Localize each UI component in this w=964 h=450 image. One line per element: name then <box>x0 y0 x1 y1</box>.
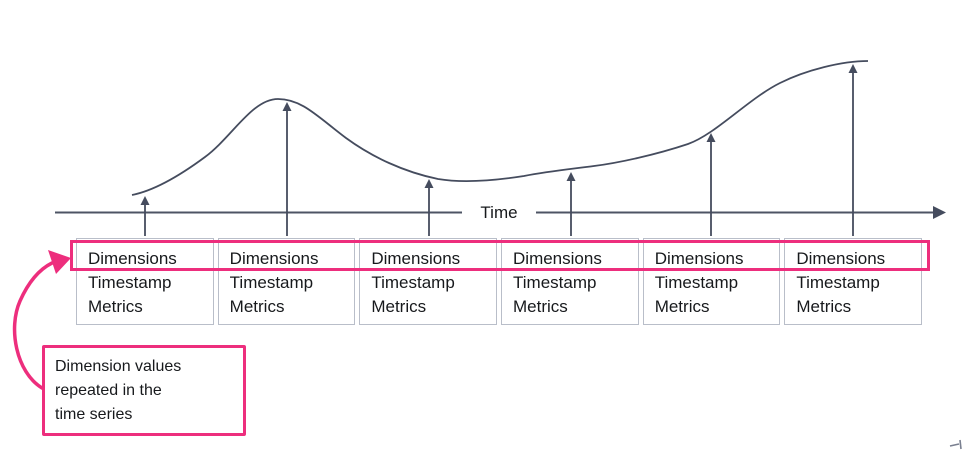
sample-arrow-6 <box>848 64 858 236</box>
sample-arrow-5 <box>706 133 716 236</box>
sample-arrow-1 <box>140 196 150 236</box>
time-axis-label: Time <box>462 202 536 224</box>
record-field-timestamp: Timestamp <box>796 273 880 292</box>
record-field-timestamp: Timestamp <box>88 273 172 292</box>
record-field-dimensions: Dimensions <box>796 249 886 268</box>
record-box: Dimensions Timestamp Metrics <box>642 238 781 325</box>
record-field-timestamp: Timestamp <box>229 273 314 292</box>
record-field-dimensions: Dimensions <box>513 249 602 268</box>
corner-mark <box>949 439 962 450</box>
callout-line: time series <box>55 406 133 423</box>
record-box: Dimensions Timestamp Metrics <box>217 238 356 325</box>
record-field-timestamp: Timestamp <box>371 273 455 292</box>
record-field-metrics: Metrics <box>371 297 427 316</box>
record-field-metrics: Metrics <box>654 297 710 316</box>
sample-arrow-3 <box>424 179 434 236</box>
time-series-curve <box>131 60 869 196</box>
record-field-dimensions: Dimensions <box>654 249 744 268</box>
record-box: Dimensions Timestamp Metrics <box>359 238 498 325</box>
sample-arrow-4 <box>566 172 576 236</box>
record-box: Dimensions Timestamp Metrics <box>784 238 923 325</box>
record-field-metrics: Metrics <box>88 297 143 316</box>
callout-note: Dimension values repeated in the time se… <box>42 345 246 436</box>
record-field-timestamp: Timestamp <box>513 273 597 292</box>
record-box: Dimensions Timestamp Metrics <box>76 238 214 325</box>
callout-line: repeated in the <box>55 382 162 399</box>
record-box: Dimensions Timestamp Metrics <box>501 238 639 325</box>
record-field-metrics: Metrics <box>513 297 568 316</box>
time-axis-arrowhead-icon <box>933 206 946 219</box>
record-field-dimensions: Dimensions <box>229 249 319 268</box>
record-field-metrics: Metrics <box>229 297 285 316</box>
records-row: Dimensions Timestamp Metrics Dimensions … <box>76 238 923 325</box>
record-field-timestamp: Timestamp <box>654 273 739 292</box>
record-field-dimensions: Dimensions <box>371 249 461 268</box>
callout-arrow <box>12 250 71 390</box>
record-field-metrics: Metrics <box>796 297 852 316</box>
record-field-dimensions: Dimensions <box>88 249 177 268</box>
sample-arrow-2 <box>282 102 292 236</box>
callout-line: Dimension values <box>55 358 182 375</box>
